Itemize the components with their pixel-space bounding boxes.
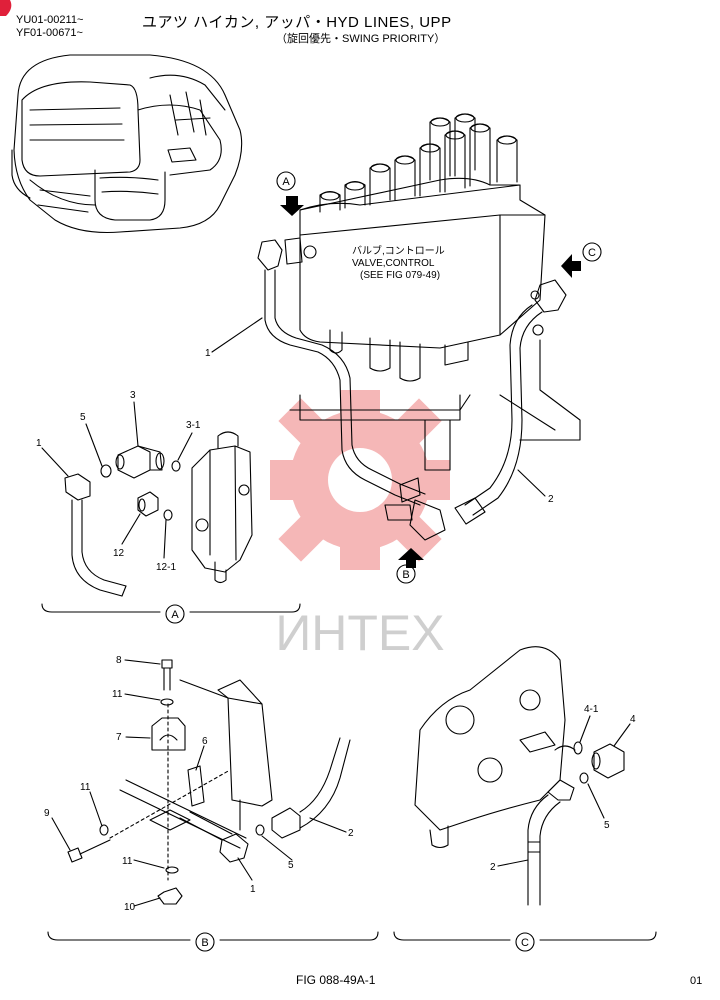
hose-2-icon xyxy=(454,279,567,525)
detail-c-label: C xyxy=(521,937,529,949)
corner-mark-icon xyxy=(0,0,12,16)
bracket-plate-icon xyxy=(399,477,421,503)
leader-c-5 xyxy=(587,783,605,819)
part-number-b-7: 7 xyxy=(116,732,122,743)
leader-b-6 xyxy=(195,745,205,771)
part-number-main-1: 1 xyxy=(205,348,211,359)
detail-c-icon xyxy=(414,646,625,906)
leader-c-4 xyxy=(613,723,631,747)
page-subtitle: （旋回優先・SWING PRIORITY） xyxy=(276,33,446,45)
leader-b-11-mid xyxy=(89,791,103,827)
leader-a-12-1 xyxy=(163,519,167,559)
callout-a-text: A xyxy=(282,176,290,188)
leader-b-2 xyxy=(309,817,347,833)
page-title: ユアツ ハイカン, アッパ・HYD LINES, UPP xyxy=(142,14,452,31)
valve-label-en: VALVE,CONTROL xyxy=(352,258,435,269)
detail-b-label-circle xyxy=(195,932,215,952)
part-number-main-2: 2 xyxy=(548,494,554,505)
part-number-b-2: 2 xyxy=(348,828,354,839)
page-number: 01 xyxy=(690,975,703,987)
leader-a-1 xyxy=(41,447,69,477)
part-number-b-1: 1 xyxy=(250,884,256,895)
leader-b-1 xyxy=(237,857,253,881)
serial-range-1: YU01-00211~ xyxy=(16,14,84,26)
leader-b-10 xyxy=(133,897,161,907)
watermark-text: ИНТЕХ xyxy=(275,605,444,661)
detail-a-label: A xyxy=(171,609,179,621)
part-number-b-8: 8 xyxy=(116,655,122,666)
leader-a-3 xyxy=(133,401,139,447)
detail-c-label-circle xyxy=(515,932,535,952)
part-number-b-9: 9 xyxy=(44,808,50,819)
part-number-b-11-low: 11 xyxy=(122,856,133,867)
callout-c-circle xyxy=(582,242,602,262)
leader-b-11-low xyxy=(133,859,165,869)
leader-c-4-1 xyxy=(579,715,591,743)
detail-b-icon xyxy=(67,659,351,905)
view-arrow-b-icon xyxy=(398,548,424,568)
part-number-c-2: 2 xyxy=(490,862,496,873)
part-number-b-10: 10 xyxy=(124,902,136,913)
callout-a-circle xyxy=(276,171,296,191)
leader-a-5 xyxy=(85,423,103,467)
part-number-a-5: 5 xyxy=(80,412,86,423)
leader-b-7 xyxy=(125,736,151,739)
valve-label-ref: (SEE FIG 079-49) xyxy=(360,270,441,281)
part-number-b-11-top: 11 xyxy=(112,689,123,700)
leader-main-1 xyxy=(211,317,263,353)
detail-b-bracket xyxy=(47,931,379,941)
part-number-a-3-1: 3-1 xyxy=(186,420,201,431)
callout-b-circle xyxy=(396,564,416,584)
callout-b-text: B xyxy=(402,569,409,581)
leader-b-5 xyxy=(261,835,293,861)
part-number-b-6: 6 xyxy=(202,736,208,747)
leader-main-2 xyxy=(517,469,546,497)
part-number-a-3: 3 xyxy=(130,390,136,401)
part-number-c-4: 4 xyxy=(630,714,636,725)
part-number-c-5: 5 xyxy=(604,820,610,831)
leader-b-11-top xyxy=(124,693,161,701)
control-valve-icon xyxy=(284,113,581,471)
clamp-icon xyxy=(384,504,413,521)
part-number-a-12: 12 xyxy=(113,548,125,559)
leader-b-8 xyxy=(124,659,161,665)
detail-a-icon xyxy=(64,431,253,597)
part-number-c-4-1: 4-1 xyxy=(584,704,599,715)
leader-c-2 xyxy=(497,859,529,867)
pipe-1-icon xyxy=(257,239,446,541)
view-arrow-a-icon xyxy=(280,196,304,216)
detail-c-bracket xyxy=(393,931,657,941)
leader-b-9 xyxy=(51,817,71,851)
view-arrow-c-icon xyxy=(561,254,581,278)
leader-a-12 xyxy=(121,513,141,545)
detail-a-bracket xyxy=(41,603,301,613)
valve-label-jp: バルブ,コントロール xyxy=(352,246,445,257)
serial-range-2: YF01-00671~ xyxy=(16,27,83,39)
leader-a-3-1 xyxy=(177,432,193,461)
machine-overview-icon xyxy=(11,54,243,233)
part-number-b-11-mid: 11 xyxy=(80,782,91,793)
detail-a-label-circle xyxy=(165,604,185,624)
part-number-a-12-1: 12-1 xyxy=(156,562,176,573)
watermark-logo-icon xyxy=(270,390,450,570)
figure-number: FIG 088-49A-1 xyxy=(296,973,376,987)
part-number-b-5: 5 xyxy=(288,860,294,871)
detail-b-label: B xyxy=(201,937,208,949)
part-number-a-1: 1 xyxy=(36,438,42,449)
valve-label: バルブ,コントロール VALVE,CONTROL (SEE FIG 079-49… xyxy=(352,246,445,282)
callout-c-text: C xyxy=(588,247,596,259)
